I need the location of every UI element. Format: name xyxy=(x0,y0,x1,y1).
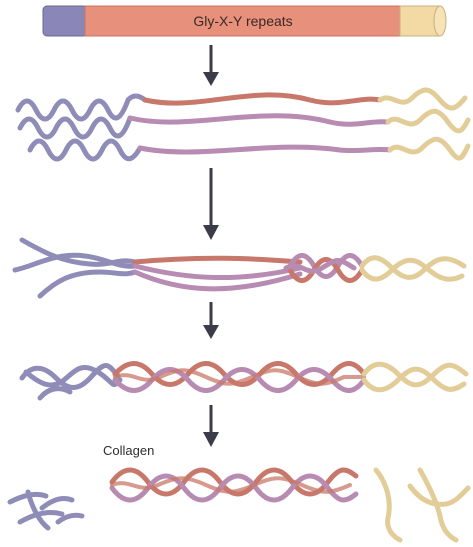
arrow-down-icon xyxy=(203,405,219,447)
arrow-down-icon xyxy=(203,302,219,339)
cleaved-c-propeptides xyxy=(376,470,468,540)
procollagen-triple-helix xyxy=(22,364,466,399)
collagen-label: Collagen xyxy=(103,443,154,458)
cleaved-n-propeptides xyxy=(10,492,82,528)
n-propeptide-domain xyxy=(43,6,87,36)
chain-association xyxy=(15,240,464,296)
collagen-product: Collagen xyxy=(10,443,468,540)
domain-bar: Gly-X-Y repeats xyxy=(43,6,446,36)
arrow-down-icon xyxy=(203,168,219,240)
gly-x-y-repeats-label: Gly-X-Y repeats xyxy=(193,13,292,29)
bar-end-cap xyxy=(434,6,446,36)
separate-chains xyxy=(18,90,468,159)
arrow-down-icon xyxy=(203,45,219,86)
